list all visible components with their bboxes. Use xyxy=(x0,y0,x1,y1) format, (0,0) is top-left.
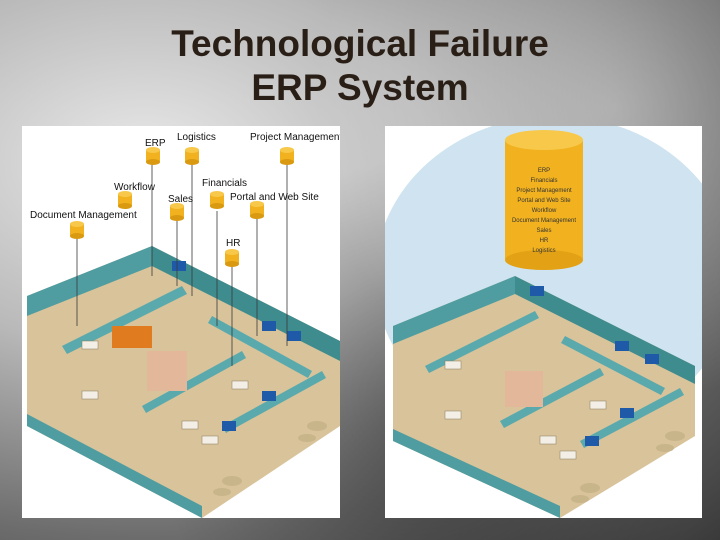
label-portal-web-site: Portal and Web Site xyxy=(230,192,319,203)
db-item-portal-web-site: Portal and Web Site xyxy=(517,198,571,204)
hr-database-icon xyxy=(225,249,239,267)
db-item-hr: HR xyxy=(540,238,549,244)
integrated-erp-illustration: ERP Financials Project Management Portal… xyxy=(385,126,702,518)
logistics-database-icon xyxy=(185,147,199,165)
label-sales: Sales xyxy=(168,194,193,205)
label-financials: Financials xyxy=(202,178,247,189)
label-workflow: Workflow xyxy=(114,182,156,193)
document-management-database-icon xyxy=(70,221,84,239)
filing-shelves xyxy=(147,351,187,391)
slide-title: Technological Failure ERP System xyxy=(0,22,720,110)
db-item-financials: Financials xyxy=(530,178,557,184)
db-item-document-management: Document Management xyxy=(512,218,576,224)
workflow-database-icon xyxy=(118,191,132,209)
meeting-table xyxy=(112,326,152,348)
portal-website-database-icon xyxy=(250,201,264,219)
db-item-logistics: Logistics xyxy=(532,248,555,254)
db-item-project-management: Project Management xyxy=(516,188,572,194)
title-line-2: ERP System xyxy=(0,66,720,110)
label-document-management: Document Management xyxy=(30,210,137,221)
erp-database-icon xyxy=(146,147,160,165)
filing-shelves xyxy=(505,371,543,407)
separate-systems-illustration: ERP Logistics Project Management Workflo… xyxy=(22,126,340,518)
title-line-1: Technological Failure xyxy=(0,22,720,66)
label-logistics: Logistics xyxy=(177,132,216,143)
financials-database-icon xyxy=(210,191,224,209)
integrated-erp-diagram: ERP Financials Project Management Portal… xyxy=(385,126,702,518)
label-hr: HR xyxy=(226,238,240,249)
db-item-erp: ERP xyxy=(538,168,550,174)
sales-database-icon xyxy=(170,203,184,221)
db-item-workflow: Workflow xyxy=(532,208,557,214)
label-project-management: Project Management xyxy=(250,132,340,143)
label-erp: ERP xyxy=(145,138,166,149)
project-management-database-icon xyxy=(280,147,294,165)
db-item-sales: Sales xyxy=(536,228,551,234)
separate-systems-diagram: ERP Logistics Project Management Workflo… xyxy=(22,126,340,518)
